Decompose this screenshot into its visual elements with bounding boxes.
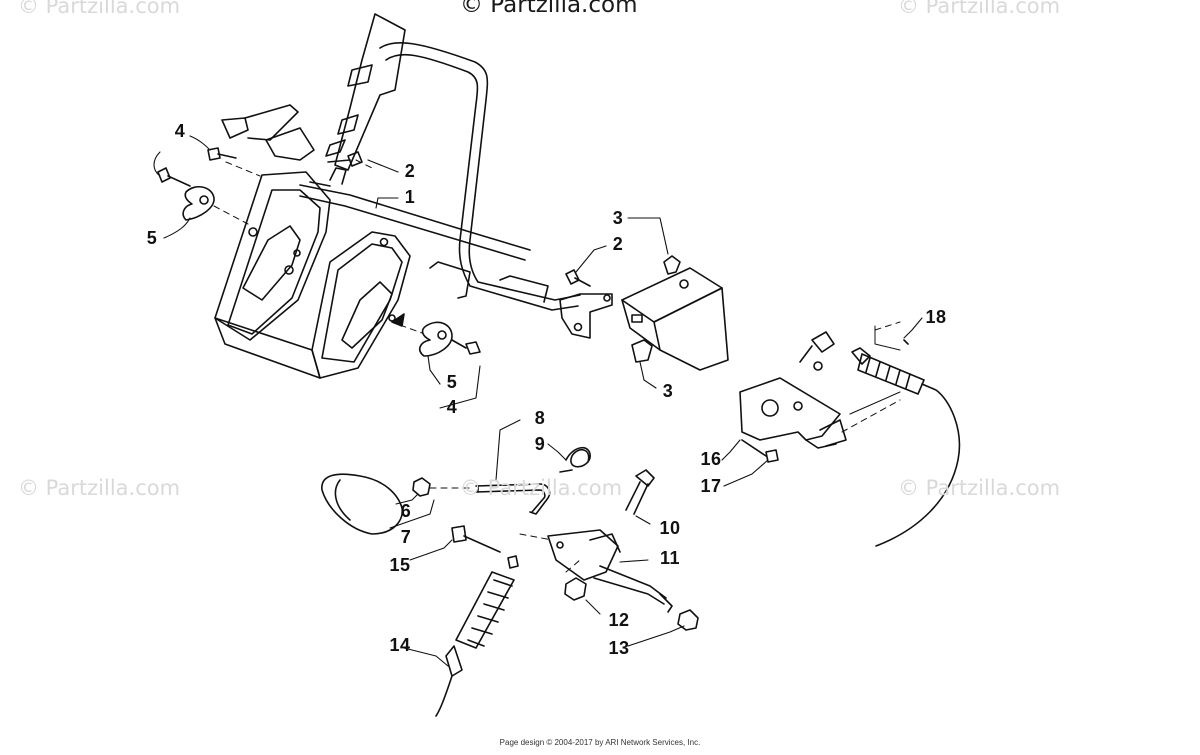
callout-7[interactable]: 7 bbox=[400, 527, 412, 547]
callout-2-upper[interactable]: 2 bbox=[404, 161, 416, 181]
cable-18 bbox=[799, 331, 961, 547]
bolt-10 bbox=[625, 469, 655, 515]
spring-9 bbox=[559, 446, 591, 473]
watermark-mid-center: © Partzilla.com bbox=[460, 476, 623, 500]
callout-4-upper[interactable]: 4 bbox=[174, 121, 186, 141]
screw-4-upper-a bbox=[207, 147, 237, 161]
rod-8 bbox=[475, 483, 551, 515]
callout-1[interactable]: 1 bbox=[404, 187, 416, 207]
callout-5-upper[interactable]: 5 bbox=[146, 228, 158, 248]
callout-8[interactable]: 8 bbox=[534, 408, 546, 428]
callout-6[interactable]: 6 bbox=[400, 501, 412, 521]
bolt-2-right bbox=[565, 269, 591, 287]
callout-3-lower[interactable]: 3 bbox=[662, 381, 674, 401]
watermark-top: © Partzilla.com bbox=[460, 0, 638, 18]
nut-13 bbox=[677, 609, 699, 631]
callout-5-lower[interactable]: 5 bbox=[446, 372, 458, 392]
callout-10[interactable]: 10 bbox=[659, 518, 681, 538]
nut-7 bbox=[412, 477, 431, 497]
nut-12 bbox=[564, 577, 587, 601]
callout-9[interactable]: 9 bbox=[534, 434, 546, 454]
watermark-mid-left: © Partzilla.com bbox=[18, 476, 181, 500]
watermark-top-left: © Partzilla.com bbox=[18, 0, 181, 18]
callout-16[interactable]: 16 bbox=[700, 449, 722, 469]
callout-2-right[interactable]: 2 bbox=[612, 234, 624, 254]
washer-5-lower bbox=[418, 321, 453, 357]
footer-copyright: Page design © 2004-2017 by ARI Network S… bbox=[499, 738, 701, 747]
washer-5-upper bbox=[182, 185, 215, 221]
callout-14[interactable]: 14 bbox=[389, 635, 411, 655]
clip-3-upper bbox=[663, 255, 681, 275]
screw-4-lower bbox=[451, 339, 481, 355]
bolt-2-upper bbox=[327, 151, 363, 167]
callout-3-upper[interactable]: 3 bbox=[612, 208, 624, 228]
callout-17[interactable]: 17 bbox=[700, 476, 722, 496]
callout-15[interactable]: 15 bbox=[389, 555, 411, 575]
callout-12[interactable]: 12 bbox=[608, 610, 630, 630]
bracket-16 bbox=[739, 377, 847, 449]
callout-13[interactable]: 13 bbox=[608, 638, 630, 658]
cable-14 bbox=[435, 555, 519, 717]
pin-15 bbox=[451, 525, 501, 553]
clip-3-lower bbox=[631, 339, 653, 363]
watermark-top-right: © Partzilla.com bbox=[898, 0, 1061, 18]
knob-6 bbox=[321, 473, 403, 535]
callout-4-lower[interactable]: 4 bbox=[446, 397, 458, 417]
arrow-marker bbox=[391, 313, 405, 327]
callout-18[interactable]: 18 bbox=[925, 307, 947, 327]
watermark-mid-right: © Partzilla.com bbox=[898, 476, 1061, 500]
frame-assembly bbox=[214, 13, 613, 379]
screw-4-upper-b bbox=[157, 167, 191, 187]
callout-11[interactable]: 11 bbox=[659, 548, 681, 568]
cross-member-reference bbox=[621, 267, 729, 371]
lever-assembly bbox=[547, 529, 673, 613]
screw-17 bbox=[741, 439, 779, 463]
